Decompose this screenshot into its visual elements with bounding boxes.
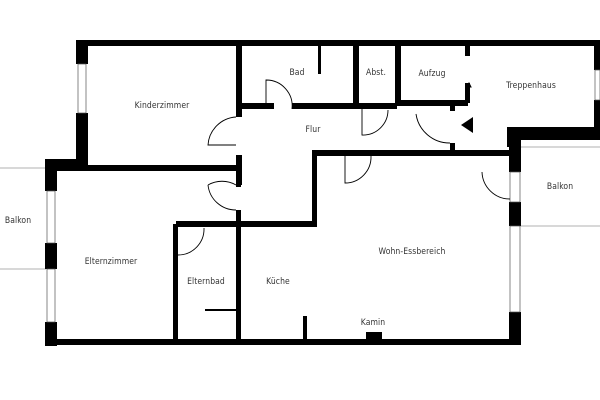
room-label-elternbad: Elternbad — [187, 277, 225, 287]
entrance-triangle-icon — [461, 117, 473, 133]
room-label-kamin: Kamin — [360, 318, 386, 328]
room-label-wohn-essbereich: Wohn-Essbereich — [378, 247, 446, 257]
doors — [177, 79, 511, 256]
walls — [45, 40, 600, 346]
balcony-outlines — [0, 146, 600, 270]
room-label-flur: Flur — [305, 125, 321, 135]
room-label-balkon-left: Balkon — [4, 216, 32, 226]
room-label-elternzimmer: Elternzimmer — [84, 257, 138, 267]
room-label-treppenhaus: Treppenhaus — [506, 81, 556, 91]
elevator-up-arrow-icon — [466, 81, 472, 94]
room-label-abst: Abst. — [366, 68, 386, 78]
room-label-bad: Bad — [289, 68, 305, 78]
room-label-aufzug: Aufzug — [418, 69, 446, 79]
windows — [46, 63, 600, 323]
room-label-balkon-right: Balkon — [546, 182, 574, 192]
room-label-kueche: Küche — [266, 277, 290, 287]
room-label-kinderzimmer: Kinderzimmer — [134, 101, 190, 111]
